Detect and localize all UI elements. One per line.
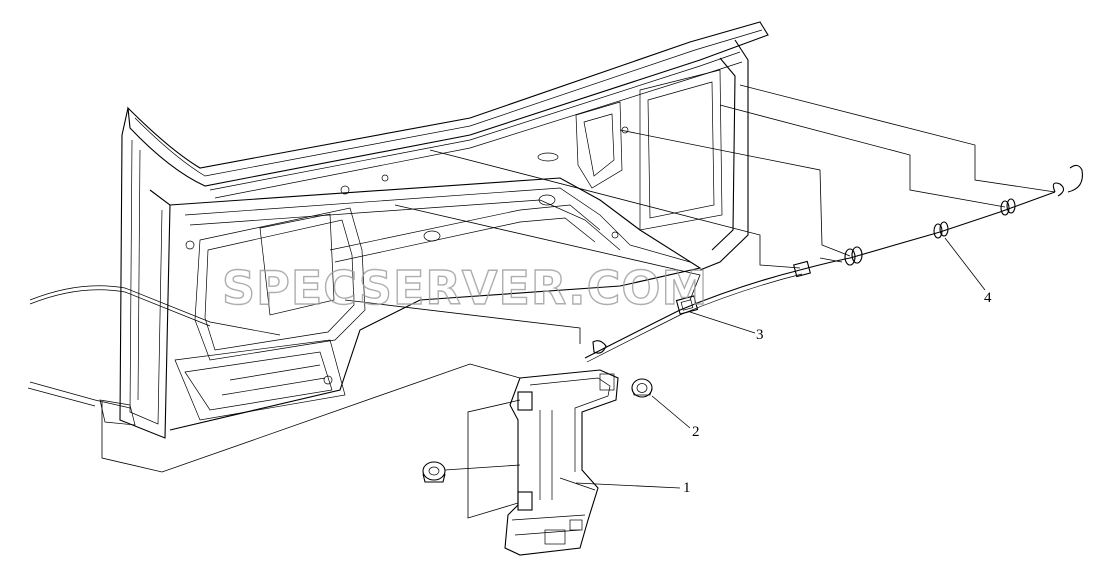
callout-1: 1 [683,480,691,496]
leader-lines [101,84,1056,519]
callout-4: 4 [984,290,992,306]
mounting-bracket [504,369,619,556]
cab-body-frame [27,21,769,439]
callout-3: 3 [756,327,764,343]
cable-clip [592,260,811,354]
callout-2: 2 [692,424,700,440]
watermark-text: SPECSERVER.COM [222,261,708,315]
nut [422,378,653,483]
